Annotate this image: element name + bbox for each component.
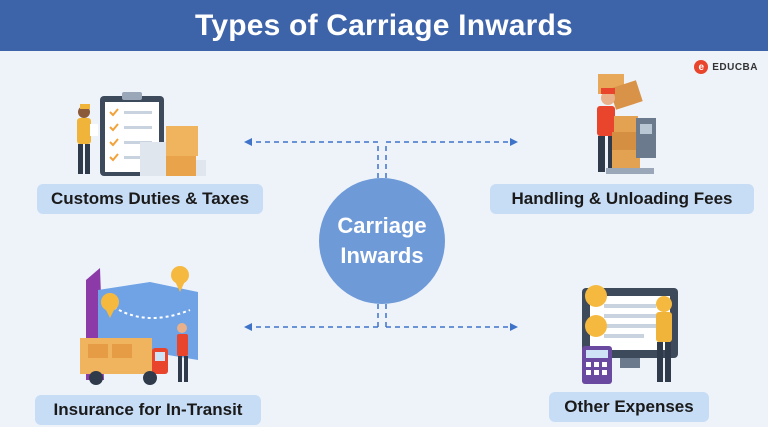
- center-label-line2: Inwards: [340, 243, 424, 268]
- worker-carrying-boxes-icon: [597, 74, 656, 174]
- type-label: Customs Duties & Taxes: [50, 189, 250, 208]
- type-pill-customs-duties: Customs Duties & Taxes: [37, 184, 263, 214]
- brand-name: EDUCBA: [712, 61, 758, 73]
- type-label: Other Expenses: [564, 397, 694, 416]
- invoice-calculator-coins-icon: [582, 285, 678, 384]
- type-pill-insurance: Insurance for In-Transit: [35, 395, 261, 425]
- title-banner: Types of Carriage Inwards: [0, 0, 768, 51]
- page-title: Types of Carriage Inwards: [195, 8, 573, 42]
- center-label-line1: Carriage: [337, 213, 427, 238]
- dashed-connectors: [244, 138, 518, 331]
- delivery-truck-map-icon: [80, 266, 198, 385]
- type-pill-other-expenses: Other Expenses: [549, 392, 709, 422]
- brand-watermark: e EDUCBA: [694, 60, 758, 74]
- educba-logo-icon: e: [694, 60, 709, 74]
- type-label: Insurance for In-Transit: [53, 400, 243, 419]
- type-pill-handling-unloading: Handling & Unloading Fees: [490, 184, 754, 214]
- central-concept-circle: Carriage Inwards: [319, 178, 445, 304]
- clipboard-checklist-worker-icon: [77, 92, 206, 176]
- type-label: Handling & Unloading Fees: [511, 189, 733, 208]
